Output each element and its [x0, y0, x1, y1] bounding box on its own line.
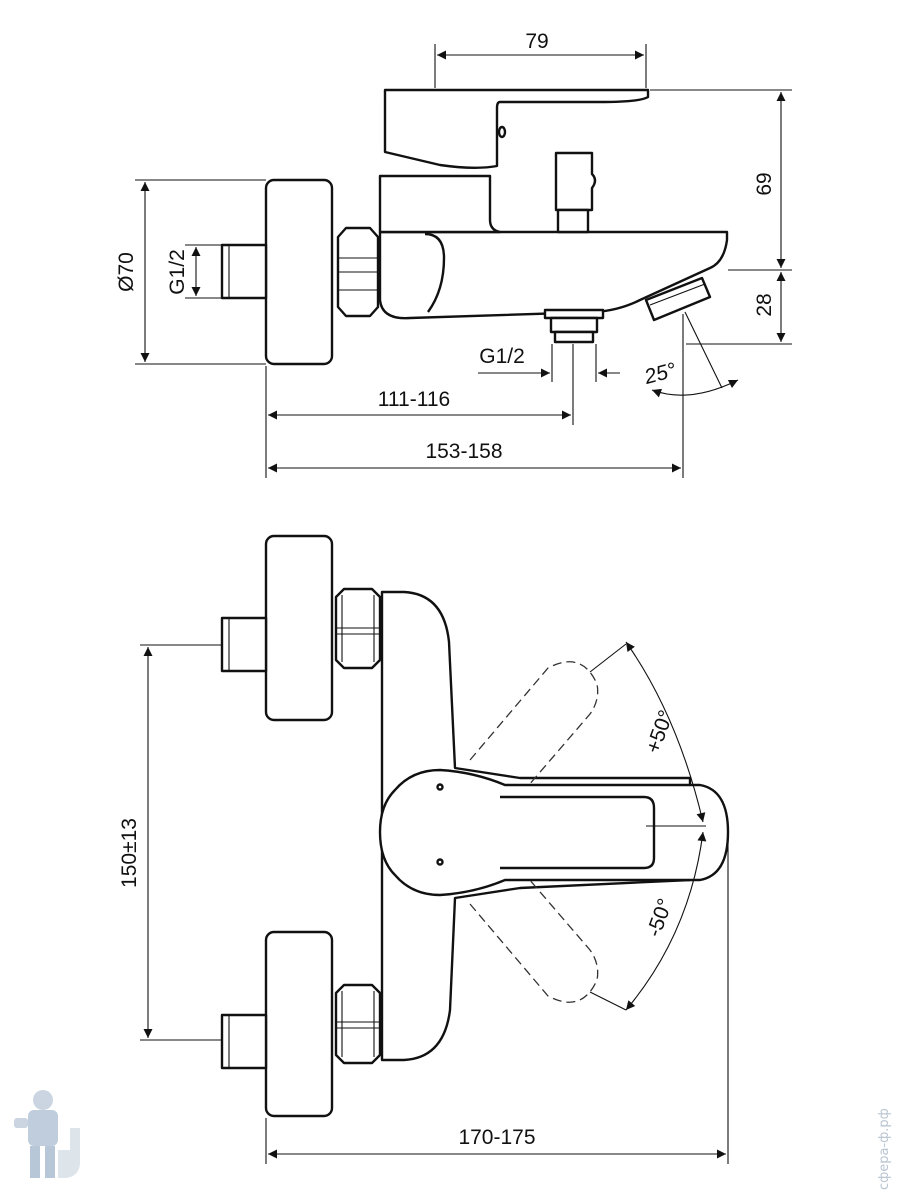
dim-inlet-spacing-label: 150±13 — [118, 818, 141, 888]
wall-rosette — [264, 178, 334, 366]
dim-height-lower-label: 28 — [753, 293, 776, 316]
bottom-hex-nut — [334, 983, 382, 1065]
dim-lever-up-label: +50° — [642, 707, 679, 756]
front-view: 150±13 +50° -50° 170-175 — [118, 534, 730, 1164]
lever-position-up — [469, 661, 599, 801]
dim-height-upper-label: 69 — [753, 172, 776, 195]
dim-inlet-thread-label: G1/2 — [166, 249, 189, 295]
lever-front — [378, 768, 730, 897]
hex-nut — [336, 226, 380, 318]
spout-aerator — [644, 276, 712, 322]
plumber-mascot-icon — [14, 1090, 80, 1178]
lever-side — [383, 88, 650, 169]
diverter-knob — [554, 151, 597, 212]
dim-total-depth-label: 153-158 — [425, 440, 502, 463]
dim-lever-down-label: -50° — [642, 896, 677, 940]
cartridge-housing — [378, 174, 502, 234]
dim-top-width-label: 79 — [525, 30, 548, 53]
dim-outlet-angle-label: 25° — [641, 359, 679, 390]
dim-total-depth-front-label: 170-175 — [458, 1126, 535, 1149]
dim-outlet-thread-label: G1/2 — [479, 345, 525, 368]
mixer-body — [378, 230, 729, 320]
side-view: 79 69 28 Ø70 G1/2 G1/2 25° 111-116 153-1… — [115, 30, 792, 478]
bottom-outlet-connector — [543, 308, 605, 344]
top-rosette — [264, 534, 334, 722]
top-hex-nut — [334, 587, 382, 670]
bottom-rosette — [264, 930, 334, 1118]
lever-position-down — [469, 863, 599, 1003]
dim-outlet-distance-label: 111-116 — [378, 388, 450, 411]
dim-rosette-diameter-label: Ø70 — [115, 252, 138, 292]
watermark-text: сфера-ф.рф — [877, 1108, 892, 1190]
